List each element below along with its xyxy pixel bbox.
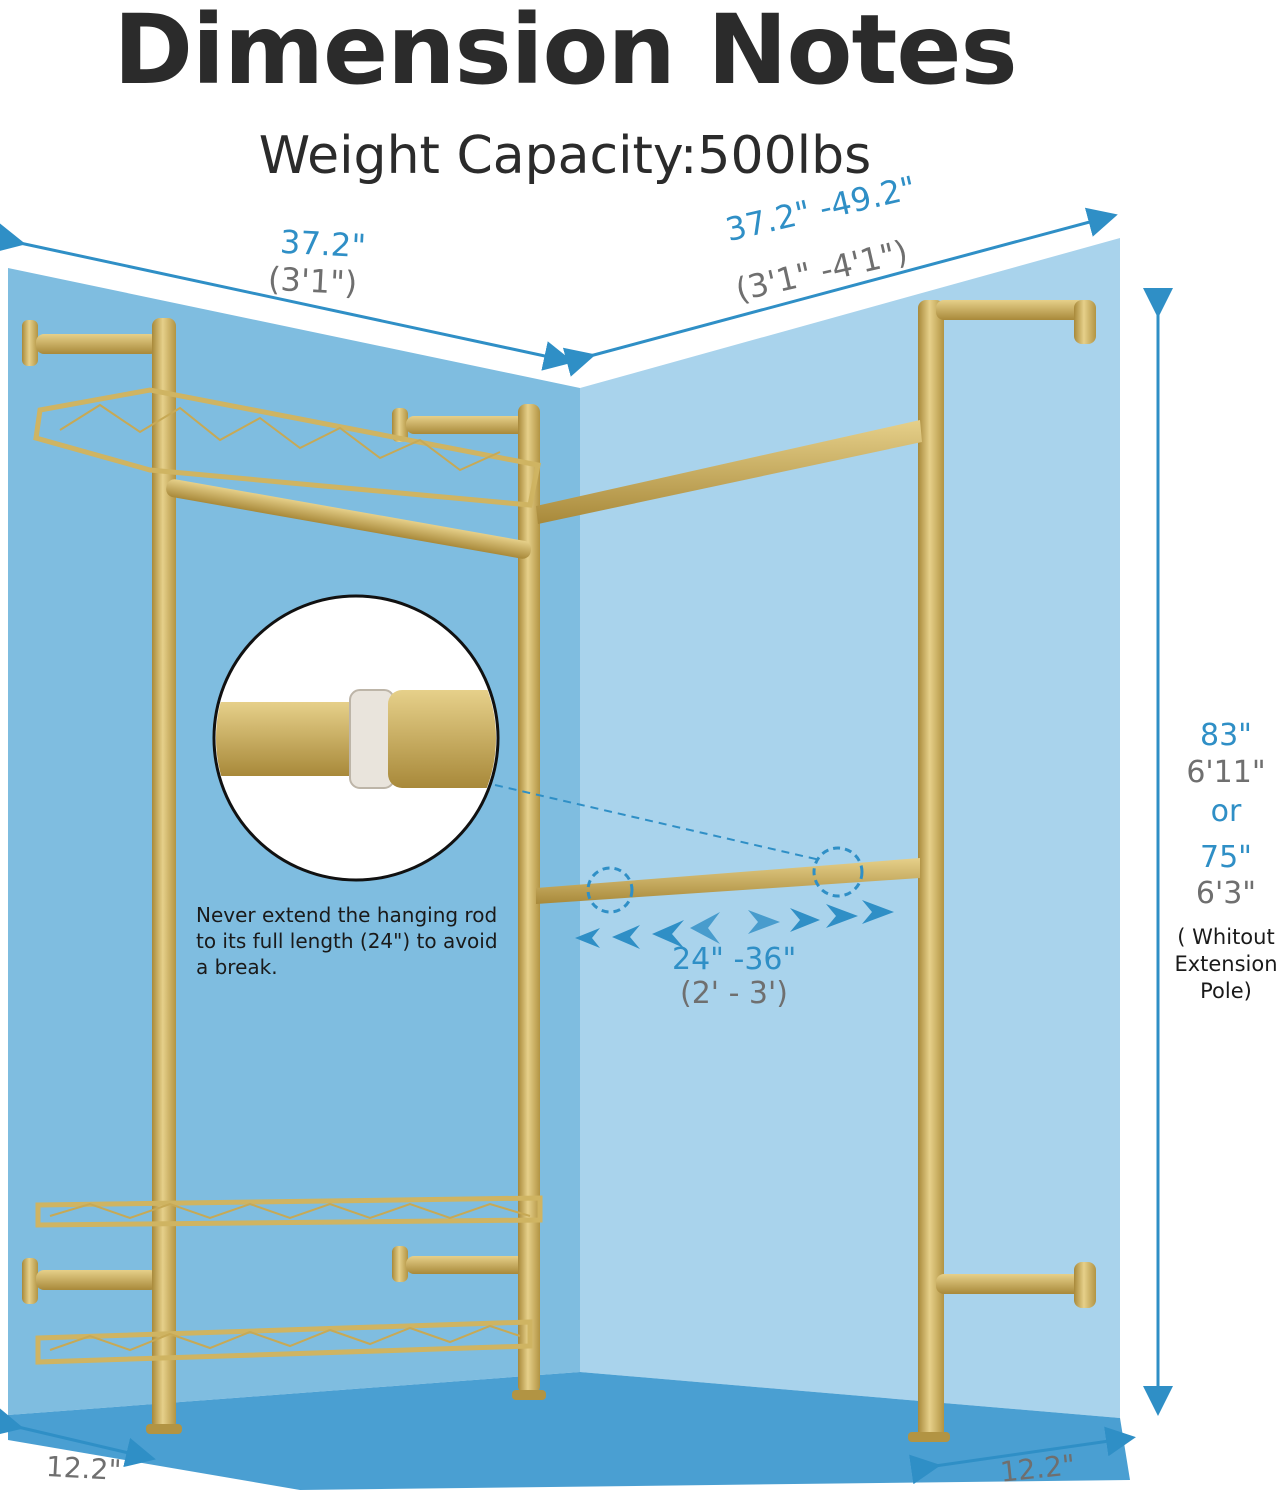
warning-note: Never extend the hanging rod to its full…	[196, 903, 498, 979]
right-wall	[580, 238, 1120, 1418]
extend-chevrons	[575, 900, 894, 949]
height-value-2: 75"	[1200, 840, 1252, 875]
weight-capacity: Weight Capacity:500lbs	[258, 126, 872, 186]
floor	[8, 1372, 1130, 1490]
right-upright	[918, 300, 944, 1440]
page-title: Dimension Notes	[113, 0, 1017, 106]
depth-left-arrow	[0, 1406, 156, 1468]
rod-length-inches: 24" -36"	[672, 942, 797, 977]
left-width-feet: (3'1")	[267, 259, 359, 303]
height-value-1: 83"	[1200, 718, 1252, 753]
depth-left-label: 12.2"	[45, 1450, 123, 1487]
height-or: or	[1210, 794, 1242, 829]
height-note: ( Whitout Extension Pole)	[1174, 925, 1278, 1003]
left-upright-front	[152, 318, 176, 1430]
left-upright-back	[518, 404, 540, 1394]
height-value-1-feet: 6'11"	[1186, 755, 1266, 790]
rod-length-feet: (2' - 3')	[680, 976, 788, 1011]
right-width-arrow	[562, 207, 1118, 377]
left-width-inches: 37.2"	[279, 222, 367, 266]
depth-right-arrow	[909, 1426, 1136, 1485]
height-value-2-feet: 6'3"	[1195, 876, 1257, 911]
left-width-arrow	[0, 223, 574, 371]
